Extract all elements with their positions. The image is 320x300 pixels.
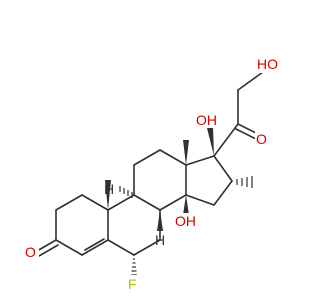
atom-labels: O F H H OH OH O HO	[25, 56, 284, 292]
c6-fluoro-hashed-bond	[131, 258, 137, 276]
ring-d	[185, 155, 233, 206]
skeletal-structure: O F H H OH OH O HO	[25, 56, 284, 292]
atom-label-ho-c21: HO	[257, 56, 278, 72]
c10-methyl-wedge	[105, 180, 111, 210]
c9-h-hashed-bond	[119, 186, 133, 198]
ring-b	[107, 194, 161, 256]
c13-methyl-wedge	[183, 140, 189, 165]
c8-h-wedge	[157, 210, 163, 231]
c17-oh-wedge	[207, 127, 214, 156]
molecule-canvas: O F H H OH OH O HO	[25, 56, 284, 292]
c3-ketone-bond	[36, 239, 59, 257]
atom-label-oh-c17: OH	[196, 112, 217, 128]
atom-label-oh-c14: OH	[175, 213, 196, 229]
ring-a	[55, 194, 109, 256]
ring-c	[133, 149, 187, 211]
c21-oh-bond	[237, 71, 264, 91]
c16-methyl-hashed-bond	[236, 176, 253, 188]
c20-ketone-bond	[235, 123, 259, 140]
c14-oh-wedge	[183, 195, 189, 215]
atom-label-f: F	[128, 276, 137, 292]
c17-c20-bond	[213, 123, 239, 157]
atom-label-h9: H	[104, 181, 114, 197]
atom-label-o-c20: O	[256, 131, 267, 147]
atom-label-h8: H	[155, 232, 165, 248]
atom-label-o-c3: O	[25, 244, 36, 260]
